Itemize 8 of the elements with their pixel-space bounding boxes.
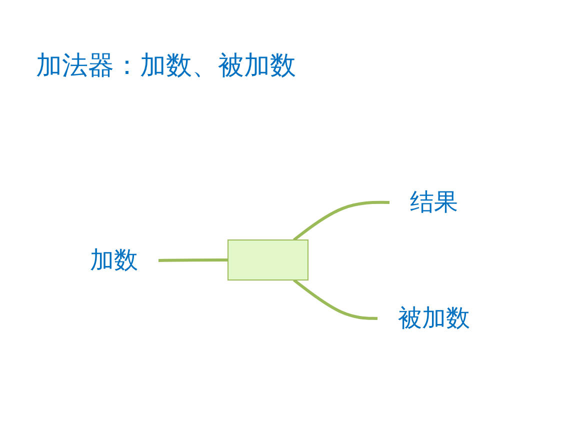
connector xyxy=(292,278,379,320)
node-text: 被加数 xyxy=(398,304,470,332)
diagram-title: 加法器：加数、被加数 xyxy=(36,50,296,83)
node-box xyxy=(228,240,308,280)
node-text: 结果 xyxy=(410,188,458,216)
connector xyxy=(292,200,391,242)
node-text: 加数 xyxy=(90,246,138,274)
connector xyxy=(158,258,228,262)
